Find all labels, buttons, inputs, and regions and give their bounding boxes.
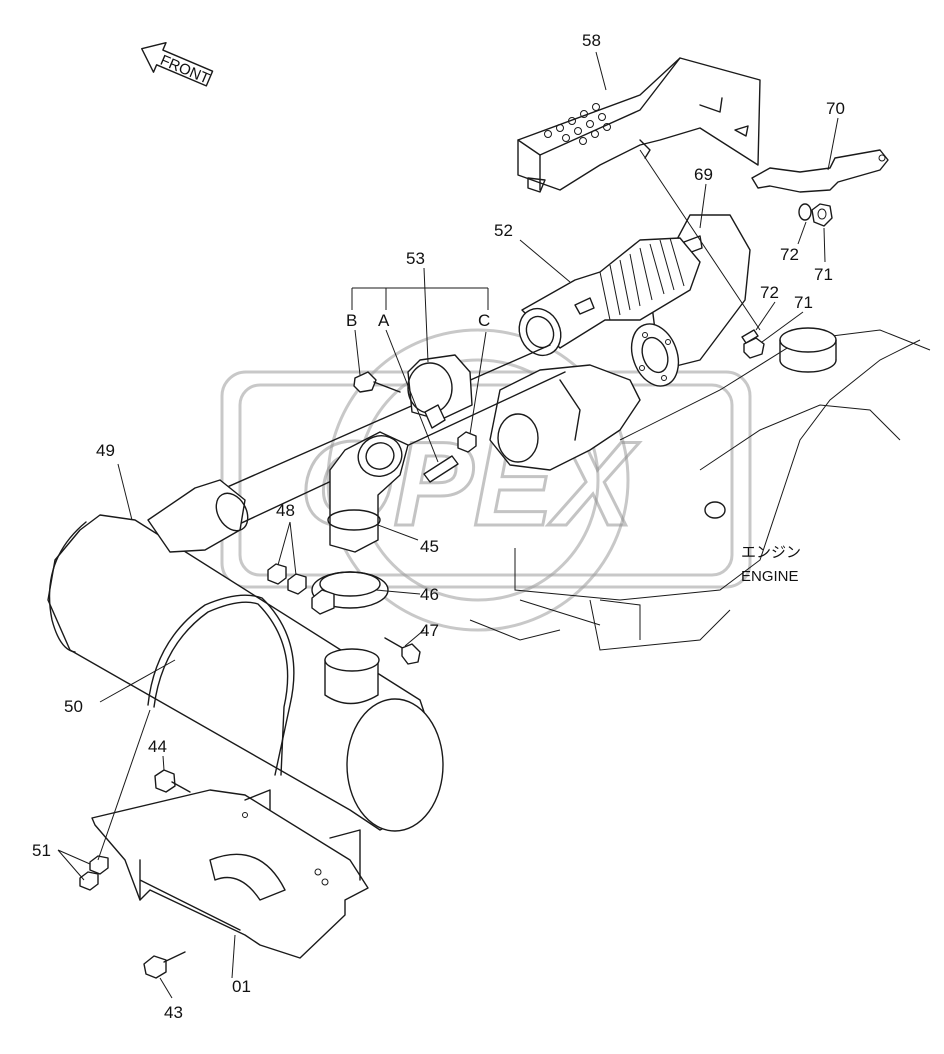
callout-71-upper: 71 [814, 265, 833, 284]
callout-49: 49 [96, 441, 115, 460]
part-51-nuts [79, 855, 109, 891]
part-71-nut-lower [743, 337, 765, 359]
part-48-nuts [267, 563, 307, 595]
callout-a: A [378, 311, 390, 330]
part-50-strap [147, 594, 295, 776]
part-52-flexible-pipe [518, 237, 701, 357]
cover-vent-holes [544, 103, 611, 145]
engine-outline [469, 327, 931, 651]
part-46-band-clamp [311, 571, 389, 615]
part-43-bolt [143, 951, 186, 979]
callout-43: 43 [164, 1003, 183, 1022]
callout-labels: 58 70 69 52 53 B A C 72 71 72 71 49 48 4… [32, 31, 845, 1022]
part-a-pin [423, 455, 459, 483]
engine-label-jp: エンジン [741, 544, 801, 561]
part-c-nut [457, 431, 477, 453]
part-72-washer-lower [741, 329, 759, 344]
front-label: FRONT [158, 52, 212, 88]
callout-70: 70 [826, 99, 845, 118]
part-01-bracket [91, 789, 369, 959]
part-49-muffler [47, 479, 444, 832]
callout-51: 51 [32, 841, 51, 860]
callout-48: 48 [276, 501, 295, 520]
callout-44: 44 [148, 737, 167, 756]
part-70-bracket [751, 149, 889, 193]
turbo-outlet-pipe [489, 364, 641, 471]
engine-label-en: ENGINE [741, 568, 799, 585]
callout-b: B [346, 311, 357, 330]
part-58-cover [517, 57, 761, 193]
callout-69: 69 [694, 165, 713, 184]
part-71-nut-upper [811, 203, 833, 227]
part-44-bolt [154, 769, 191, 793]
leader-lines [57, 51, 839, 999]
callout-47: 47 [420, 621, 439, 640]
part-72-washer-upper [798, 203, 812, 221]
callout-c: C [478, 311, 490, 330]
callout-58: 58 [582, 31, 601, 50]
part-b-bolt [353, 371, 401, 393]
front-direction-arrow: FRONT [141, 42, 214, 88]
callout-46: 46 [420, 585, 439, 604]
callout-45: 45 [420, 537, 439, 556]
callout-72-upper: 72 [780, 245, 799, 264]
callout-71-lower: 71 [794, 293, 813, 312]
part-53-clamp [407, 354, 473, 429]
callout-53: 53 [406, 249, 425, 268]
callout-50: 50 [64, 697, 83, 716]
callout-52: 52 [494, 221, 513, 240]
part-47-bolt [384, 637, 421, 665]
callout-72-lower: 72 [760, 283, 779, 302]
part-45-elbow [327, 431, 409, 553]
callout-01: 01 [232, 977, 251, 996]
